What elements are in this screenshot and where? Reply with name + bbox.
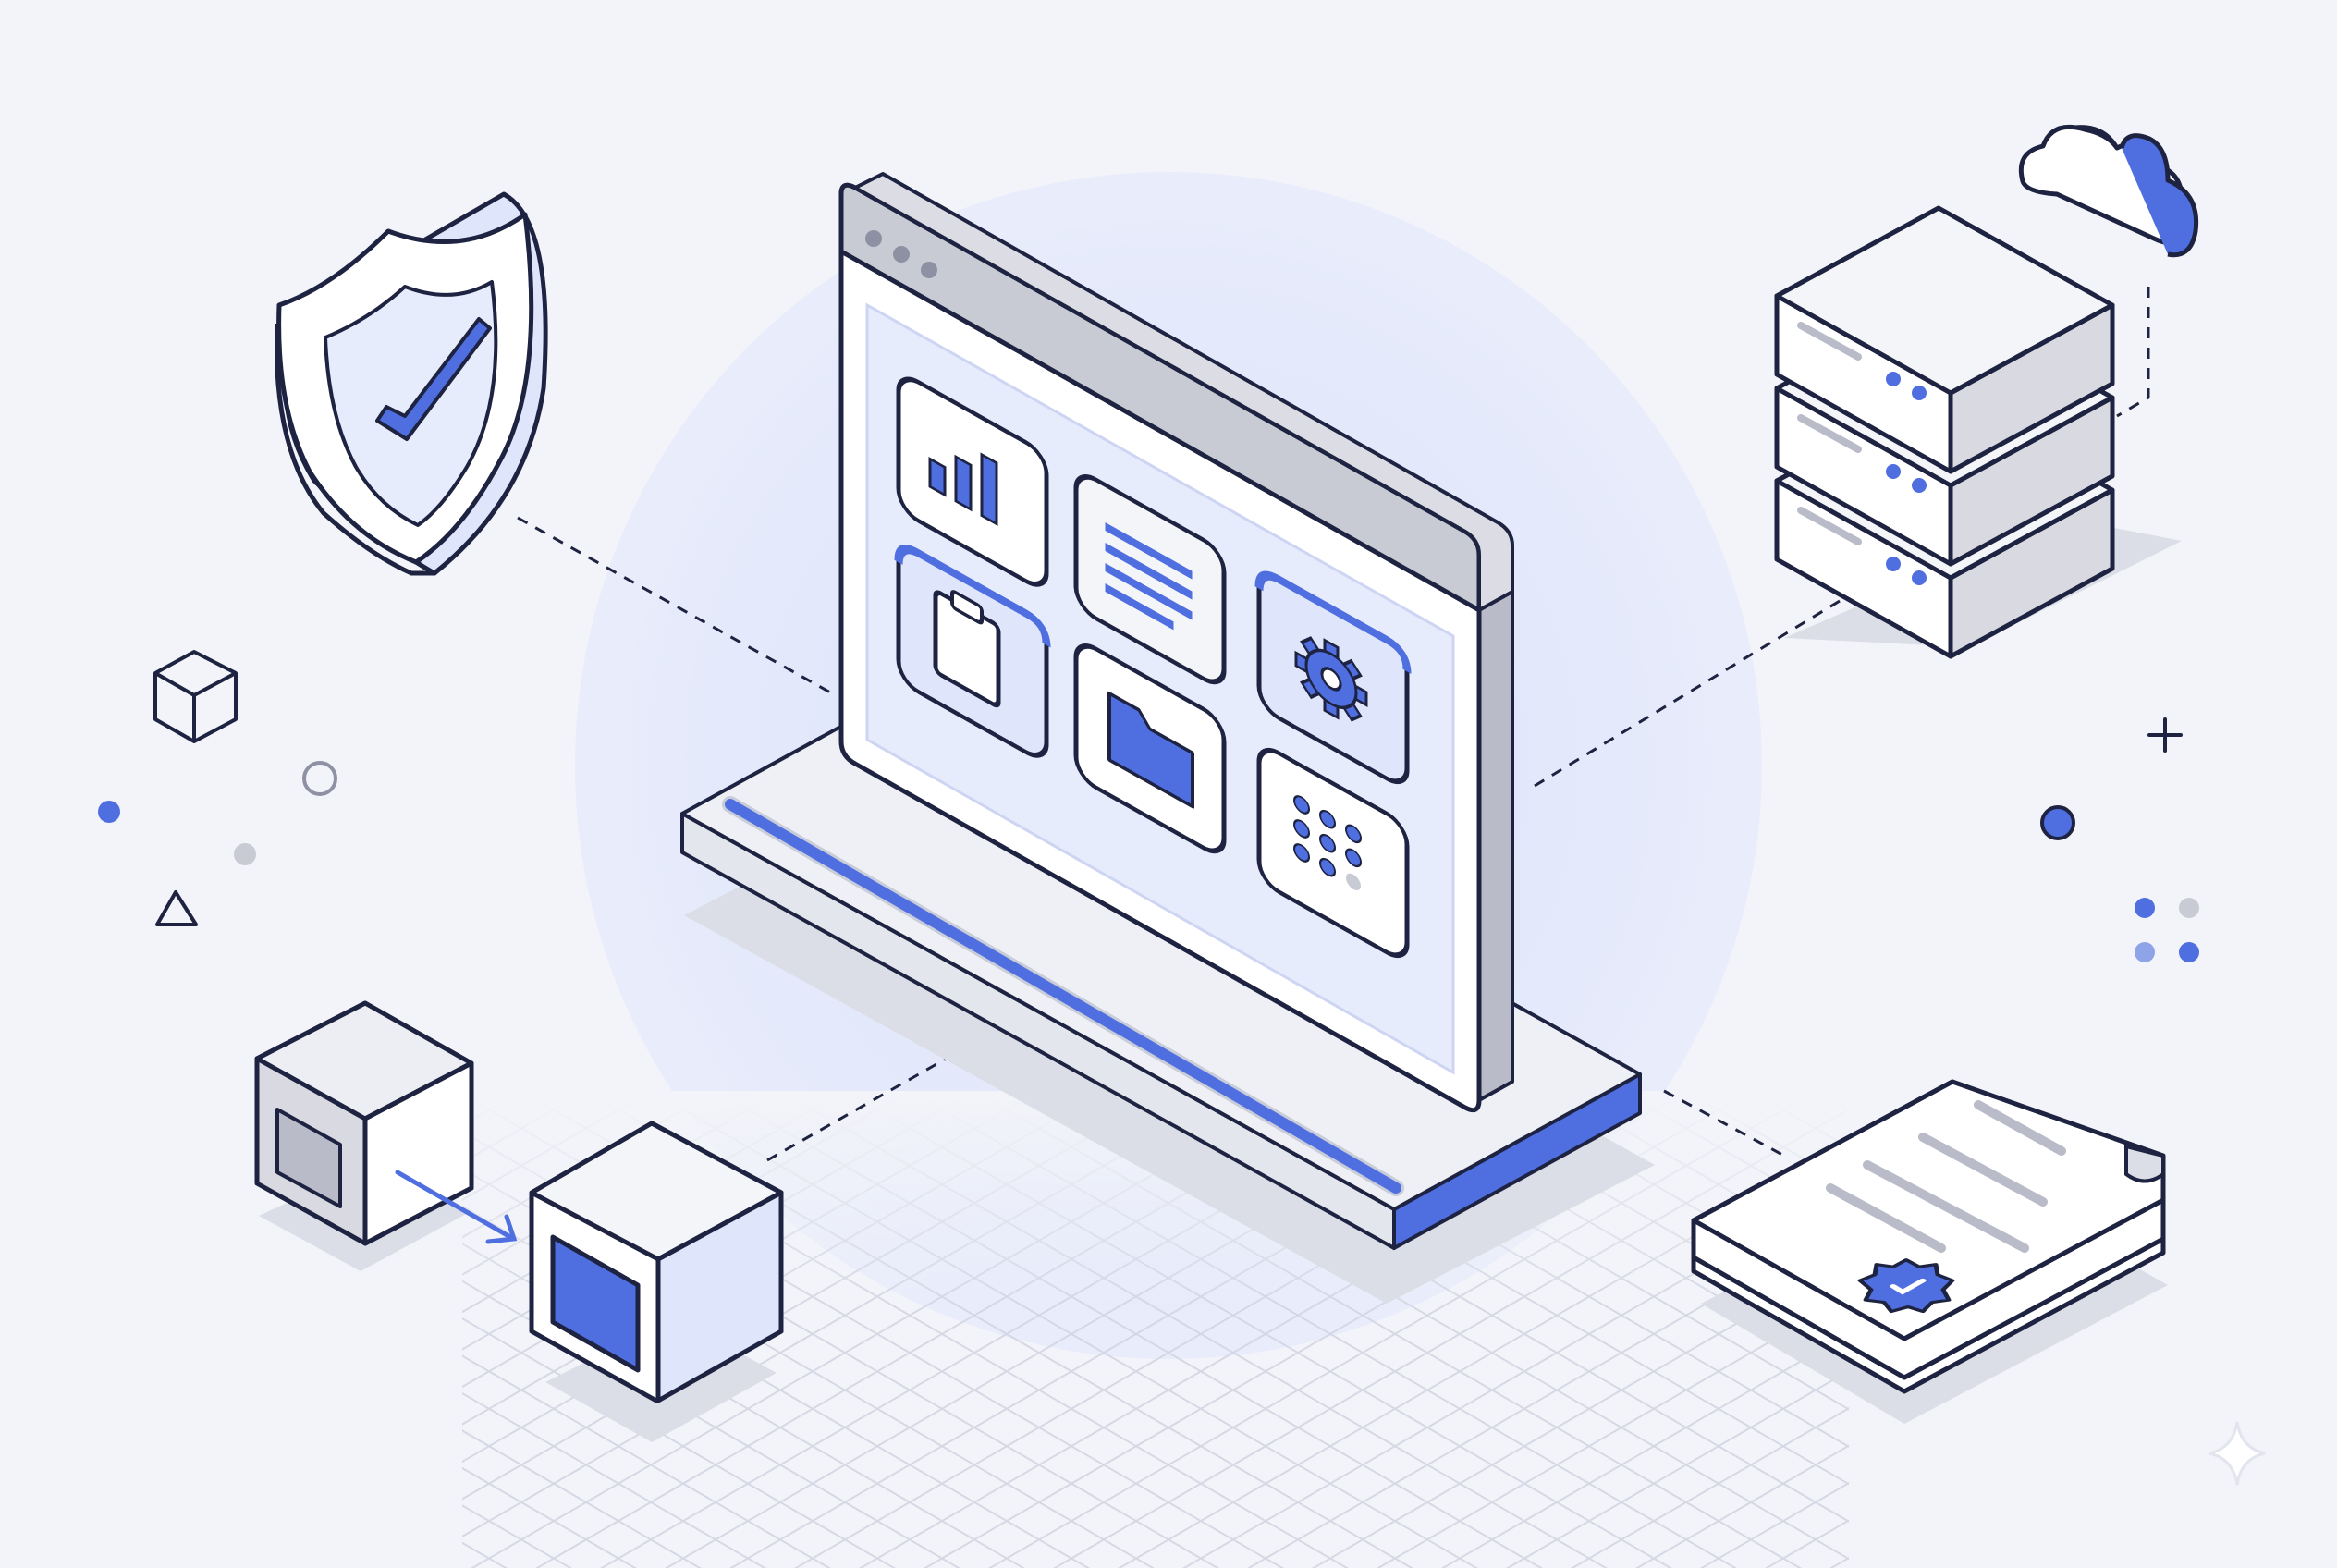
triangle-icon [155, 890, 198, 926]
window-dot-icon[interactable] [865, 230, 882, 247]
app-tile-gear[interactable] [1254, 569, 1412, 790]
app-tile-folder[interactable] [1073, 638, 1227, 860]
keypad-dots-icon [1293, 795, 1362, 891]
accent-dot [98, 801, 120, 823]
gray-dot [234, 843, 256, 865]
app-tile-bar-chart[interactable] [896, 371, 1056, 606]
bar-chart-icon [928, 452, 998, 527]
window-dot-icon[interactable] [893, 246, 910, 263]
app-tile-clipboard[interactable] [894, 542, 1051, 764]
accent-ring-dot [2040, 805, 2075, 840]
shield-check-icon [275, 191, 548, 576]
folder-icon [1107, 691, 1194, 809]
verified-document-icon [1691, 1079, 2168, 1424]
window-dot-icon[interactable] [921, 262, 937, 278]
server-unit [1774, 205, 2115, 474]
sparkle-icon [2209, 1421, 2266, 1486]
browser-window [838, 172, 1514, 1113]
clipboard-icon [933, 590, 1001, 708]
app-tile-keypad[interactable] [1256, 742, 1410, 964]
dot-grid-icon [2135, 898, 2199, 962]
dashed-connectors [517, 287, 2150, 1162]
app-tile-document[interactable] [1073, 469, 1227, 691]
ring-icon [302, 761, 337, 796]
window-controls[interactable] [865, 230, 937, 278]
document-lines-icon [1105, 521, 1193, 631]
base-platform [680, 677, 1655, 1304]
plus-icon [2147, 717, 2183, 753]
small-cube-icon [153, 650, 238, 743]
cloud-icon [2018, 124, 2199, 258]
cube-transfer-icon [254, 1000, 784, 1442]
progress-bar-fill [725, 799, 1401, 1194]
server-stack-icon [1774, 205, 2182, 659]
gear-icon [1294, 636, 1368, 722]
